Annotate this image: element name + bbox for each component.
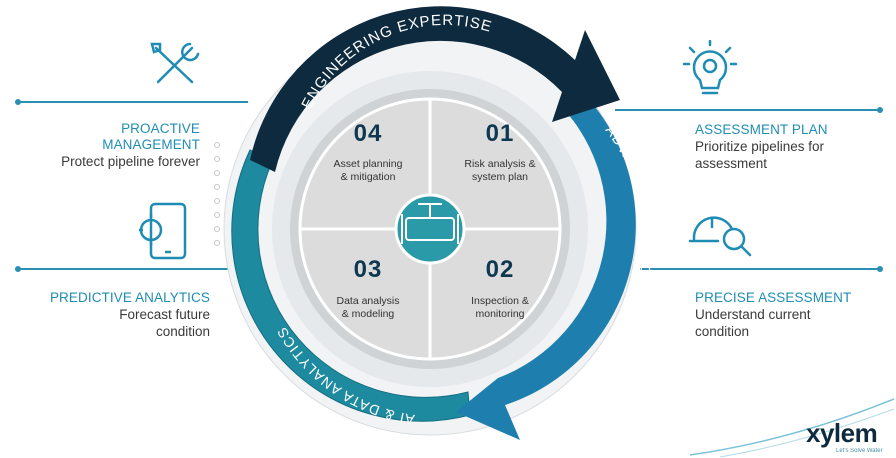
quadrant-04-number: 04 [353,120,383,147]
decor-dot [214,226,220,232]
right-top-line [615,109,880,111]
engineering-arc [250,6,620,173]
tools-icon [150,42,200,84]
ai-data-arc [231,150,470,422]
quadrant-01 [428,97,562,231]
assessment-plan-callout: ASSESSMENT PLAN Prioritize pipelines for… [695,122,828,171]
decor-dot [214,142,220,148]
cycle-diagram: ENGINEERING EXPERTISE ADVANCED TECHNOLOG… [223,6,655,440]
hardhat-magnifier-icon [688,216,752,257]
quadrant-02 [428,227,562,361]
right-bottom-line [640,268,880,270]
quadrant-04 [298,97,432,231]
predictive-callout: PREDICTIVE ANALYTICS Forecast future con… [49,290,210,339]
decor-dot [214,184,220,190]
quadrant-01-number: 01 [485,120,515,147]
precise-assessment-callout: PRECISE ASSESSMENT Understand current co… [695,290,852,339]
quadrant-03 [298,227,432,361]
left-top-line [18,101,248,103]
decor-dot [214,212,220,218]
left-bottom-line [18,268,240,270]
logo-swoosh [689,398,895,458]
pipeline-valve-icon [394,193,466,265]
quadrant-02-label: Inspection &monitoring [471,295,529,320]
left-bottom-line-dot [15,266,21,272]
right-bottom-line-dot [877,266,883,272]
left-top-line-dot [15,99,21,105]
quadrant-02-number: 02 [485,256,515,283]
advanced-tech-arc [456,90,636,440]
decor-dot [214,240,220,246]
decor-dot [214,156,220,162]
quadrant-01-label: Risk analysis &system plan [464,158,536,183]
quadrant-03-number: 03 [353,256,383,283]
lightbulb-gear-icon [682,40,738,95]
quadrant-04-label: Asset planning& mitigation [333,158,403,183]
logo-tagline: Let's Solve Water [836,448,883,454]
decor-dot [214,198,220,204]
proactive-callout: PROACTIVE MANAGEMENT Protect pipeline fo… [61,121,200,169]
right-top-line-dot [877,107,883,113]
xylem-logo: xylem [806,418,878,448]
quadrant-03-label: Data analysis& modeling [336,295,400,320]
decor-dot [214,170,220,176]
tablet-gear-icon [139,202,187,260]
